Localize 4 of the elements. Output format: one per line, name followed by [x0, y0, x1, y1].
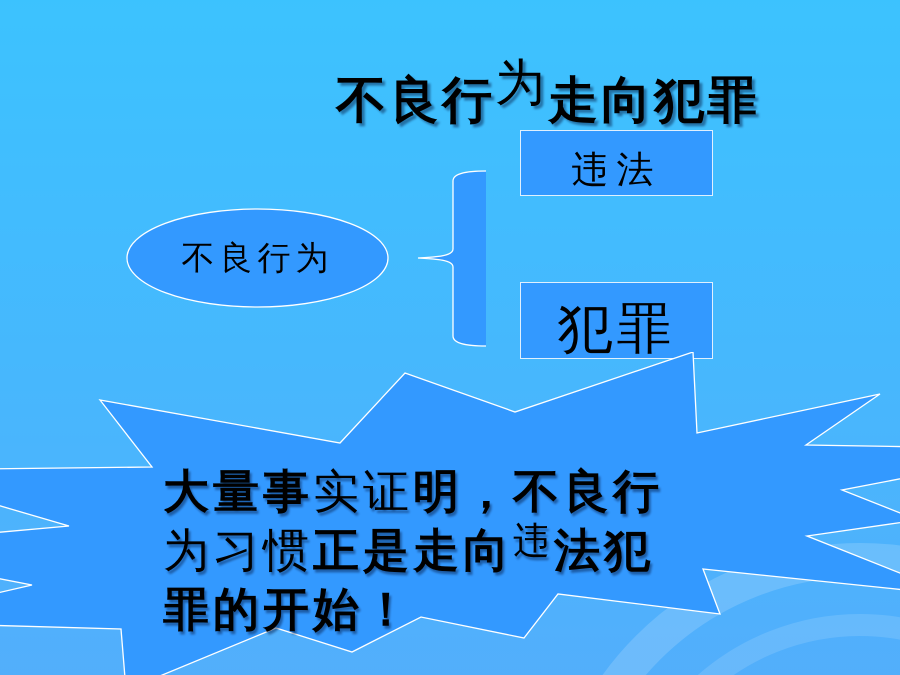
text-box: 违法	[520, 130, 713, 196]
callout-text: 大量事实证明，不良行为习惯正是走向$^{违}$法犯罪的开始！	[163, 463, 664, 638]
ellipse-node: 不良行为	[126, 208, 389, 308]
text-box: 犯罪	[520, 282, 713, 359]
